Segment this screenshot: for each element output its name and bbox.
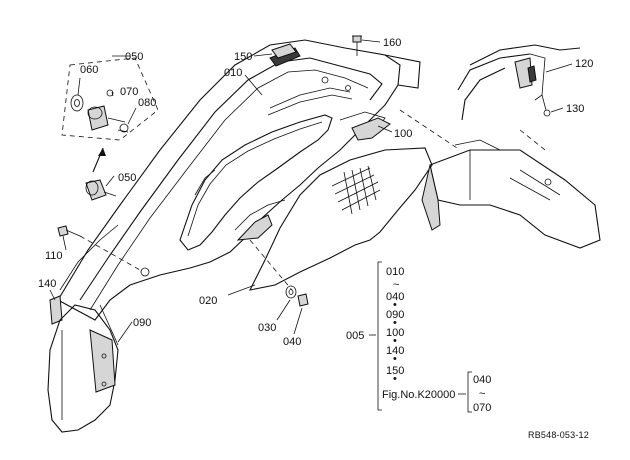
cab-body-section [421, 139, 601, 249]
fig-range-item: 070 [473, 402, 491, 414]
label-090: 090 [133, 317, 151, 329]
label-160: 160 [383, 37, 401, 49]
label-060: 060 [80, 64, 98, 76]
fig-number-label: Fig.No.K20000 [382, 389, 455, 401]
group-item: • [393, 317, 397, 329]
label-040: 040 [283, 336, 301, 348]
label-020: 020 [199, 295, 217, 307]
label-050-group: 050 [125, 51, 143, 63]
assembly-lines [249, 109, 546, 291]
group-005-label: 005 [346, 330, 364, 342]
group-item: • [393, 353, 397, 365]
label-080: 080 [138, 97, 156, 109]
seal-strip-140 [49, 295, 63, 325]
lock-assembly [61, 57, 159, 201]
label-030: 030 [258, 322, 276, 334]
side-panel-090 [47, 304, 119, 433]
group-item: 150 [386, 365, 404, 377]
door-glass-020 [249, 147, 433, 291]
callout-labels: 010 020 030 040 050 060 070 080 050 090 … [38, 37, 593, 348]
group-item: • [393, 373, 397, 385]
group-item: • [393, 335, 397, 347]
group-item: 040 [386, 291, 404, 303]
drawing-reference-code: RB548-053-12 [528, 430, 589, 440]
door-frame-010 [57, 39, 421, 321]
label-010: 010 [224, 67, 242, 79]
corner-bracket-detail [457, 44, 581, 121]
bolt-160 [352, 35, 362, 56]
group-item: ~ [393, 279, 399, 291]
label-140: 140 [38, 278, 56, 290]
leader-lines [49, 39, 573, 343]
group-item: 090 [386, 309, 404, 321]
label-130: 130 [566, 103, 584, 115]
group-005-list: 005 010 ~ 040 • 090 • 100 • 140 • 150 • … [346, 261, 491, 414]
group-item: 010 [386, 266, 404, 278]
label-120: 120 [575, 58, 593, 70]
label-050-part: 050 [118, 172, 136, 184]
label-100: 100 [394, 128, 412, 140]
group-item: • [393, 299, 397, 311]
label-150: 150 [234, 51, 252, 63]
group-item: 140 [386, 345, 404, 357]
washer-nut-030-040 [285, 285, 309, 307]
fig-range-item: 040 [473, 374, 491, 386]
label-110: 110 [45, 250, 63, 262]
label-070: 070 [120, 86, 138, 98]
fig-range-item: ~ [479, 388, 485, 400]
group-item: 100 [386, 327, 404, 339]
bolt-110 [57, 225, 141, 271]
